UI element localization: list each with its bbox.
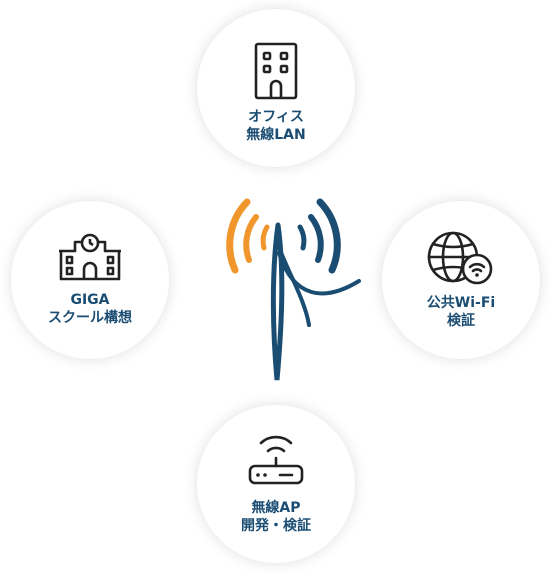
node-public-wifi: 公共Wi-Fi 検証 <box>382 201 540 359</box>
node-ap-label-line1: 無線AP <box>251 500 301 516</box>
node-ap-label-line2: 開発・検証 <box>241 518 311 534</box>
node-wifi-label: 公共Wi-Fi 検証 <box>427 294 495 330</box>
node-office-label-line2: 無線LAN <box>246 127 306 143</box>
node-wifi-label-line2: 検証 <box>446 313 475 329</box>
school-building-icon <box>59 233 121 281</box>
antenna-guy-wire-outer <box>277 251 361 296</box>
wireless-router-icon <box>248 435 304 485</box>
node-wifi-label-line1: 公共Wi-Fi <box>426 295 496 311</box>
antenna-signal-icon <box>226 198 361 381</box>
signal-wave-right-outer <box>316 198 341 274</box>
signal-wave-left-outer <box>226 198 251 274</box>
node-office-wireless-lan: オフィス 無線LAN <box>197 9 355 167</box>
node-ap-label: 無線AP 開発・検証 <box>241 499 311 535</box>
node-office-label-line1: オフィス <box>248 109 304 125</box>
node-giga-label-line2: スクール構想 <box>48 310 132 326</box>
signal-wave-left-middle <box>243 214 259 263</box>
node-wireless-ap: 無線AP 開発・検証 <box>197 405 355 563</box>
office-building-icon <box>254 42 298 100</box>
node-giga-label: GIGA スクール構想 <box>48 291 132 327</box>
signal-wave-left-inner <box>260 224 270 251</box>
signal-wave-right-middle <box>308 214 324 263</box>
node-giga-label-line1: GIGA <box>70 292 110 308</box>
node-giga-school: GIGA スクール構想 <box>11 201 169 359</box>
antenna-mast <box>270 222 285 381</box>
node-office-label: オフィス 無線LAN <box>246 108 305 144</box>
signal-wave-right-inner <box>297 224 307 251</box>
globe-wifi-icon <box>427 231 493 285</box>
